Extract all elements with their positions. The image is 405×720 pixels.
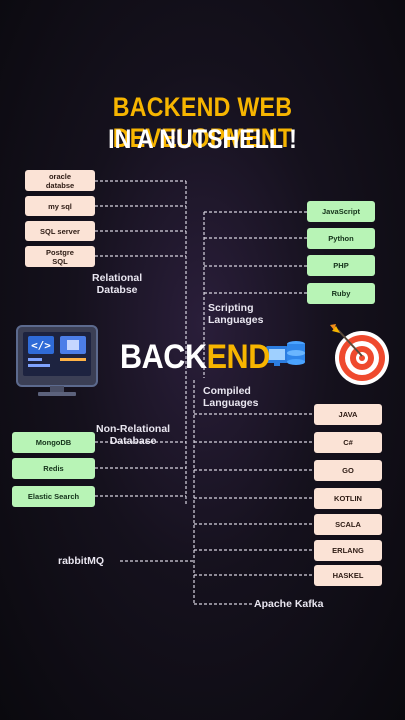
lang-java: JAVA — [314, 404, 382, 425]
compiled-label: Compiled Languages — [203, 385, 259, 409]
server-monitor-icon — [266, 341, 305, 366]
lang-scala: SCALA — [314, 514, 382, 535]
center-backend-title: BACKEND — [120, 338, 270, 377]
center-part2: END — [206, 338, 271, 376]
scripting-label: Scripting Languages — [208, 302, 264, 326]
lang-erlang: ERLANG — [314, 540, 382, 561]
target-dart-icon — [330, 324, 389, 385]
db-redis: Redis — [12, 458, 95, 479]
db-sqlserver: SQL server — [25, 221, 95, 241]
db-mysql: my sql — [25, 196, 95, 216]
lang-go: GO — [314, 460, 382, 481]
db-oracle: oracle databse — [25, 170, 95, 191]
non-relational-label: Non-Relational Database — [96, 423, 171, 447]
title-line-2: IN A NUTSHELL ! — [108, 124, 297, 154]
code-monitor-icon: </> — [16, 325, 98, 396]
rabbitmq-label: rabbitMQ — [58, 555, 105, 567]
lang-ruby: Ruby — [307, 283, 375, 304]
lang-python: Python — [307, 228, 375, 249]
svg-text:</>: </> — [31, 339, 51, 352]
lang-haskel: HASKEL — [314, 565, 382, 586]
lang-javascript: JavaScript — [307, 201, 375, 222]
db-mongodb: MongoDB — [12, 432, 95, 453]
db-elastic-search: Elastic Search — [12, 486, 95, 507]
title-line-1: BACKEND WEB DEVELOPMENT — [112, 92, 293, 153]
kafka-label: Apache Kafka — [254, 598, 324, 610]
db-postgresql: Postgre SQL — [25, 246, 95, 267]
lang-php: PHP — [307, 255, 375, 276]
relational-label: Relational Databse — [92, 272, 143, 296]
lang-kotlin: KOTLIN — [314, 488, 382, 509]
lang-csharp: C# — [314, 432, 382, 453]
center-part1: BACK — [120, 338, 207, 376]
